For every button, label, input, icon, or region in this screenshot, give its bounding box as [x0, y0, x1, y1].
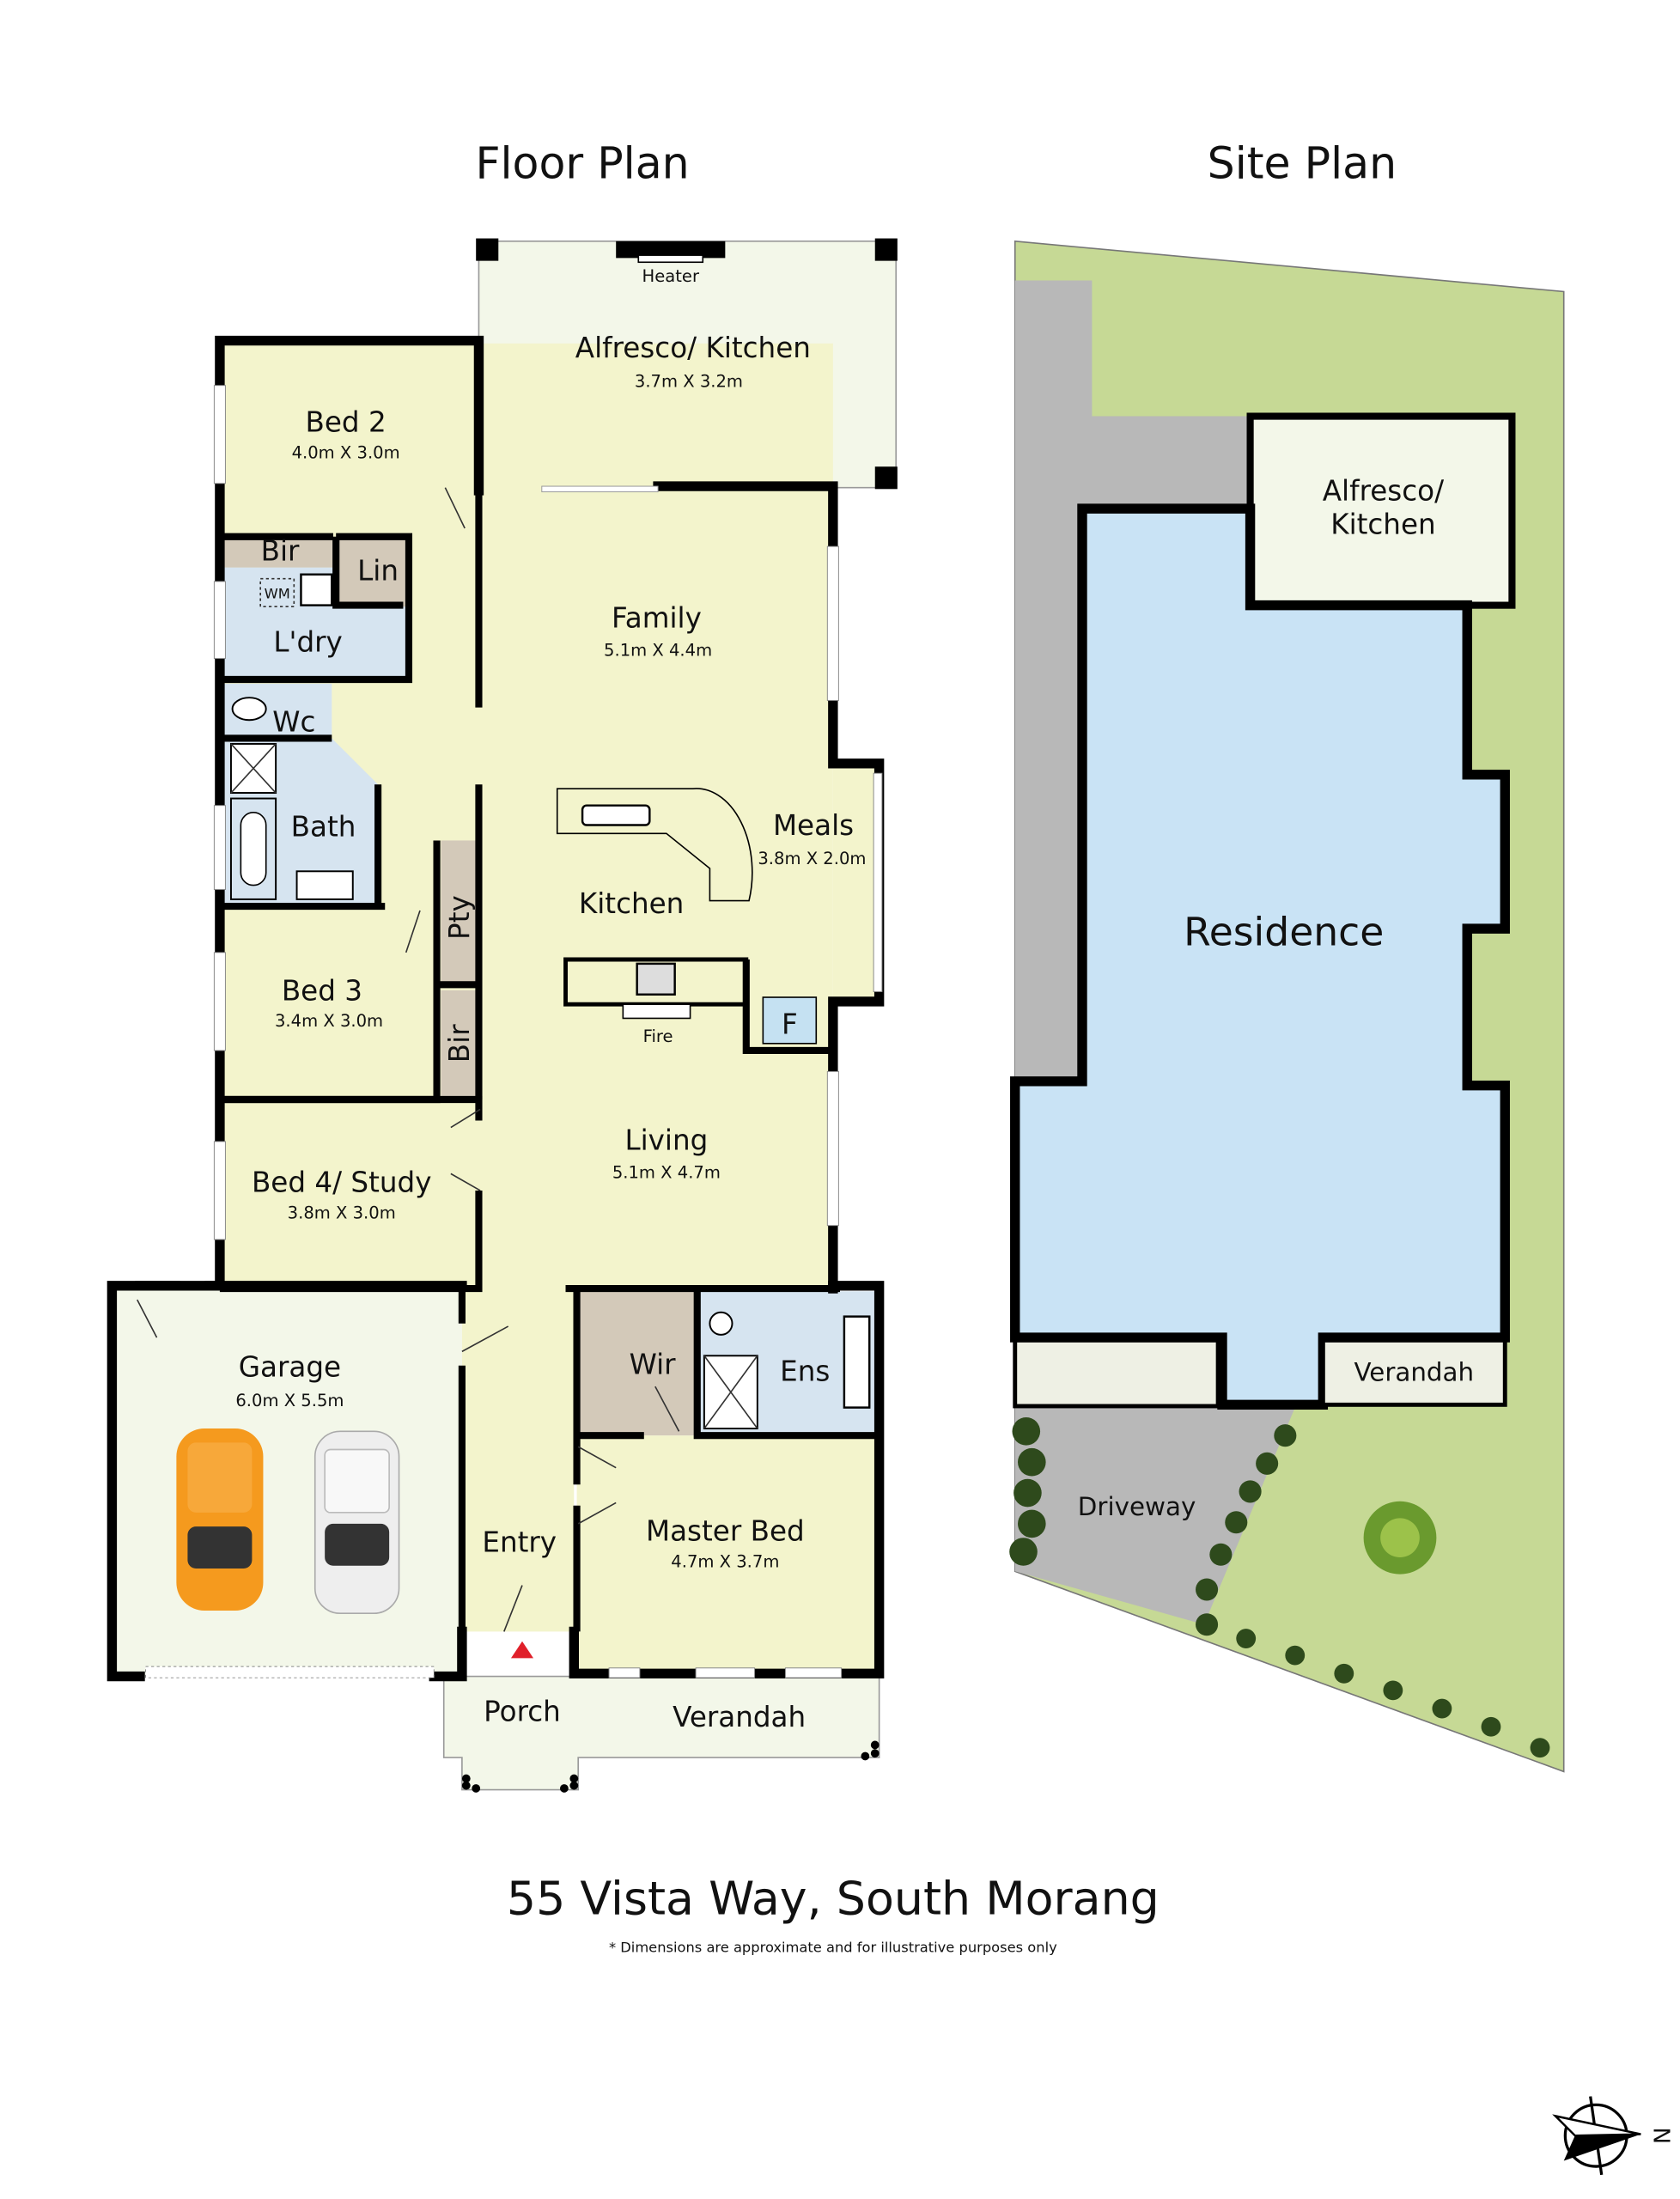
toilet-icon: [709, 1311, 733, 1336]
floor-plan-title: Floor Plan: [475, 137, 689, 188]
bed2-dims: 4.0m X 3.0m: [292, 442, 400, 462]
posts: [461, 1740, 880, 1793]
bir2-label: Bir: [443, 1024, 476, 1063]
bed4-dims: 3.8m X 3.0m: [288, 1203, 396, 1223]
site-verandah: [1320, 1337, 1507, 1407]
site-kitchen-label: Kitchen: [1330, 508, 1435, 540]
car-white-icon: [313, 1430, 400, 1615]
vanity-icon: [843, 1315, 871, 1409]
linen-label: Lin: [357, 554, 399, 587]
bath-label: Bath: [291, 811, 356, 844]
tree-canopy: [1380, 1518, 1420, 1558]
pantry-label: Pty: [443, 895, 476, 940]
living-dims: 5.1m X 4.7m: [612, 1162, 721, 1182]
driveway: [1014, 1407, 1295, 1625]
room-wir: [576, 1291, 697, 1436]
room-pantry: [441, 840, 479, 985]
site-verandah-label: Verandah: [1354, 1358, 1474, 1387]
master-label: Master Bed: [646, 1514, 805, 1547]
alfresco-label: Alfresco/ Kitchen: [575, 332, 811, 364]
garage-label: Garage: [239, 1351, 341, 1384]
basin-icon: [295, 870, 354, 900]
heater-label: Heater: [642, 266, 700, 286]
verandah-label: Verandah: [673, 1701, 806, 1733]
room-entry: [461, 1285, 575, 1632]
room-linen: [336, 536, 409, 607]
washing-machine-icon: [259, 577, 295, 608]
entry-arrow-icon: [510, 1641, 534, 1659]
floor-plan: Heater Alfresco/ Kitchen 3.7m X 3.2m Bed…: [107, 238, 898, 1793]
bed3-dims: 3.4m X 3.0m: [275, 1011, 383, 1031]
disclaimer: * Dimensions are approximate and for ill…: [609, 1940, 1057, 1956]
room-bir-2: [441, 990, 479, 1100]
site-porch: [1013, 1337, 1220, 1409]
heater-grate: [637, 254, 704, 264]
site-alfresco-label: Alfresco/: [1323, 474, 1444, 507]
fire-label: Fire: [643, 1026, 673, 1046]
fridge-label: F: [782, 1008, 798, 1040]
room-garage: [112, 1285, 462, 1677]
post: [476, 238, 499, 261]
meals-label: Meals: [773, 809, 854, 842]
living-label: Living: [624, 1124, 708, 1157]
heater-icon: [616, 241, 726, 259]
hedge-icon: [1009, 1417, 1550, 1758]
room-master-bed: [576, 1435, 880, 1674]
toilet-icon: [231, 697, 267, 722]
garage-dims: 6.0m X 5.5m: [235, 1391, 344, 1410]
laundry-label: L'dry: [273, 625, 342, 658]
family-dims: 5.1m X 4.4m: [604, 640, 712, 660]
meals-dims: 3.8m X 2.0m: [758, 849, 866, 868]
room-meals-bay: [832, 763, 880, 1002]
fireplace-icon: [622, 1003, 691, 1020]
site-plan-title: Site Plan: [1208, 137, 1397, 188]
bed2-label: Bed 2: [306, 405, 387, 438]
master-dims: 4.7m X 3.7m: [671, 1551, 779, 1571]
wc-label: Wc: [272, 705, 315, 738]
kitchen-sink-icon: [581, 804, 651, 826]
driveway-label: Driveway: [1078, 1492, 1196, 1521]
site-plan: Alfresco/ Kitchen Residence Verandah Dri…: [1009, 240, 1565, 1773]
site-residence: [1010, 503, 1510, 1410]
porch-verandah: [442, 1675, 880, 1791]
family-label: Family: [612, 602, 702, 635]
residence-label: Residence: [1184, 910, 1384, 955]
wir-label: Wir: [630, 1348, 677, 1380]
bed3-label: Bed 3: [282, 974, 362, 1007]
entry-label: Entry: [482, 1526, 557, 1558]
room-bir-1: [223, 536, 337, 568]
car-orange-icon: [176, 1428, 264, 1611]
cooktop-icon: [636, 962, 676, 996]
fridge-icon: [762, 996, 818, 1045]
garage-door[interactable]: [145, 1666, 435, 1678]
compass-north-label: N: [1651, 2127, 1677, 2144]
ensuite-label: Ens: [780, 1355, 830, 1388]
kitchen-label: Kitchen: [579, 887, 684, 920]
bed4-label: Bed 4/ Study: [252, 1167, 432, 1199]
porch-label: Porch: [484, 1696, 561, 1728]
bathtub-basin: [240, 812, 267, 886]
wm-label: WM: [265, 585, 290, 601]
alfresco-dims: 3.7m X 3.2m: [635, 371, 743, 391]
laundry-tub-icon: [300, 573, 333, 606]
bir1-label: Bir: [261, 534, 300, 567]
address: 55 Vista Way, South Morang: [507, 1872, 1160, 1926]
post: [874, 238, 898, 261]
sliding-door[interactable]: [541, 485, 659, 493]
compass-icon: N: [1552, 2096, 1677, 2176]
post: [874, 466, 898, 490]
